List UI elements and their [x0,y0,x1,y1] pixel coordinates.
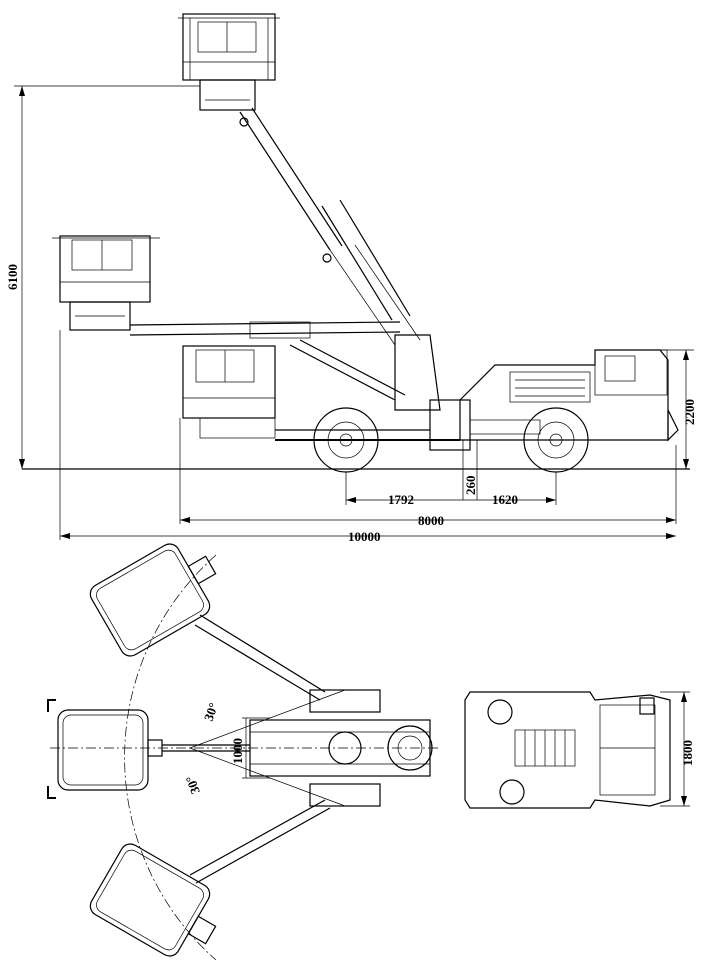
boom-spacing-label: 1000 [230,738,245,764]
side-view: 6100 2200 260 1792 1620 [5,13,697,544]
swing-angle-lower-label: 30° [182,774,202,796]
plan-basket-lower [89,843,217,957]
plan-basket-middle [47,699,250,799]
vehicle-height-label: 2200 [682,399,697,425]
swing-angle-upper-label: 30° [201,701,221,723]
plan-basket-upper [89,543,217,657]
wheel-offset-right-label: 1620 [492,492,518,507]
swing-arc [124,554,217,961]
dimension-boom-spacing: 1000 [230,717,270,779]
body-length-label: 8000 [418,513,444,528]
total-reach-label: 10000 [348,529,381,544]
dimension-body-width: 1800 [660,691,695,807]
cab-unit [459,349,679,442]
plan-chassis [249,689,433,807]
dimension-total-reach: 10000 [59,330,676,544]
lift-height-label: 6100 [5,264,20,290]
dimension-vehicle-height: 2200 [660,349,697,469]
ground-clearance-label: 260 [463,476,478,496]
dimension-lift-height: 6100 [5,85,200,469]
horizontal-boom [129,321,406,401]
upper-basket [178,13,280,111]
lowered-basket [182,345,276,439]
dimension-ground-clearance: 260 [462,440,478,500]
dimension-body-length: 8000 [179,418,677,528]
plan-view: 1000 1800 30° 30° [47,543,695,961]
dimension-wheel-offsets: 1792 1620 [345,472,557,507]
plan-cab [464,691,671,809]
body-width-label: 1800 [680,740,695,766]
raised-boom [239,107,421,346]
horizontal-basket [52,235,160,331]
wheel-offset-left-label: 1792 [388,492,414,507]
